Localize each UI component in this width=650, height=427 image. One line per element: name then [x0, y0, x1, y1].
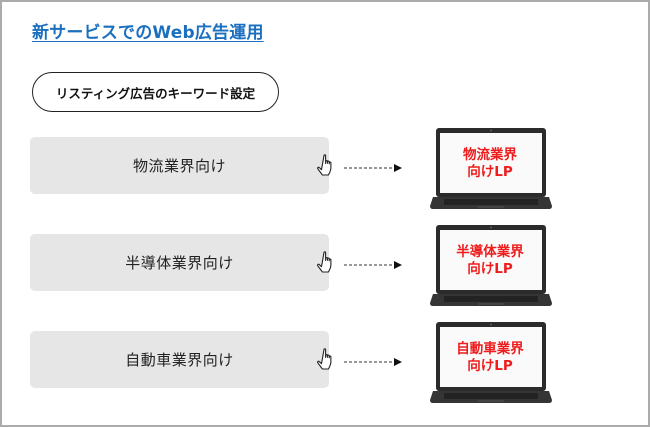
keyword-row: 物流業界向け 物流業界 向けLP — [0, 128, 650, 209]
landing-page-title: 自動車業界 向けLP — [441, 341, 539, 375]
lp-line-2: 向けLP — [467, 261, 513, 277]
keyword-label: 物流業界向け — [132, 157, 226, 175]
laptop-icon — [430, 322, 552, 403]
hand-pointer-icon — [317, 348, 332, 370]
keyword-box[interactable]: 自動車業界向け — [30, 331, 329, 388]
keyword-label: 半導体業界向け — [125, 254, 234, 272]
keyword-row: 半導体業界向け 半導体業界 向けLP — [0, 225, 650, 306]
laptop-icon — [430, 128, 552, 209]
hand-pointer-icon — [317, 251, 332, 273]
dashed-arrow — [344, 358, 402, 366]
keyword-row: 自動車業界向け 自動車業界 向けLP — [0, 322, 650, 403]
page-title[interactable]: 新サービスでのWeb広告運用 — [32, 23, 264, 43]
lp-line-1: 半導体業界 — [456, 244, 524, 260]
keyword-label: 自動車業界向け — [125, 351, 234, 369]
lp-line-2: 向けLP — [467, 358, 513, 374]
lp-line-1: 物流業界 — [463, 147, 517, 163]
laptop-icon — [430, 225, 552, 306]
keyword-box[interactable]: 物流業界向け — [30, 137, 329, 194]
lp-line-1: 自動車業界 — [456, 341, 524, 357]
landing-page-title: 半導体業界 向けLP — [441, 244, 539, 278]
lp-line-2: 向けLP — [467, 164, 513, 180]
landing-page-title: 物流業界 向けLP — [441, 147, 539, 181]
hand-pointer-icon — [317, 154, 332, 176]
dashed-arrow — [344, 261, 402, 269]
section-label-pill: リスティング広告のキーワード設定 — [32, 72, 279, 112]
keyword-box[interactable]: 半導体業界向け — [30, 234, 329, 291]
dashed-arrow — [344, 164, 402, 172]
